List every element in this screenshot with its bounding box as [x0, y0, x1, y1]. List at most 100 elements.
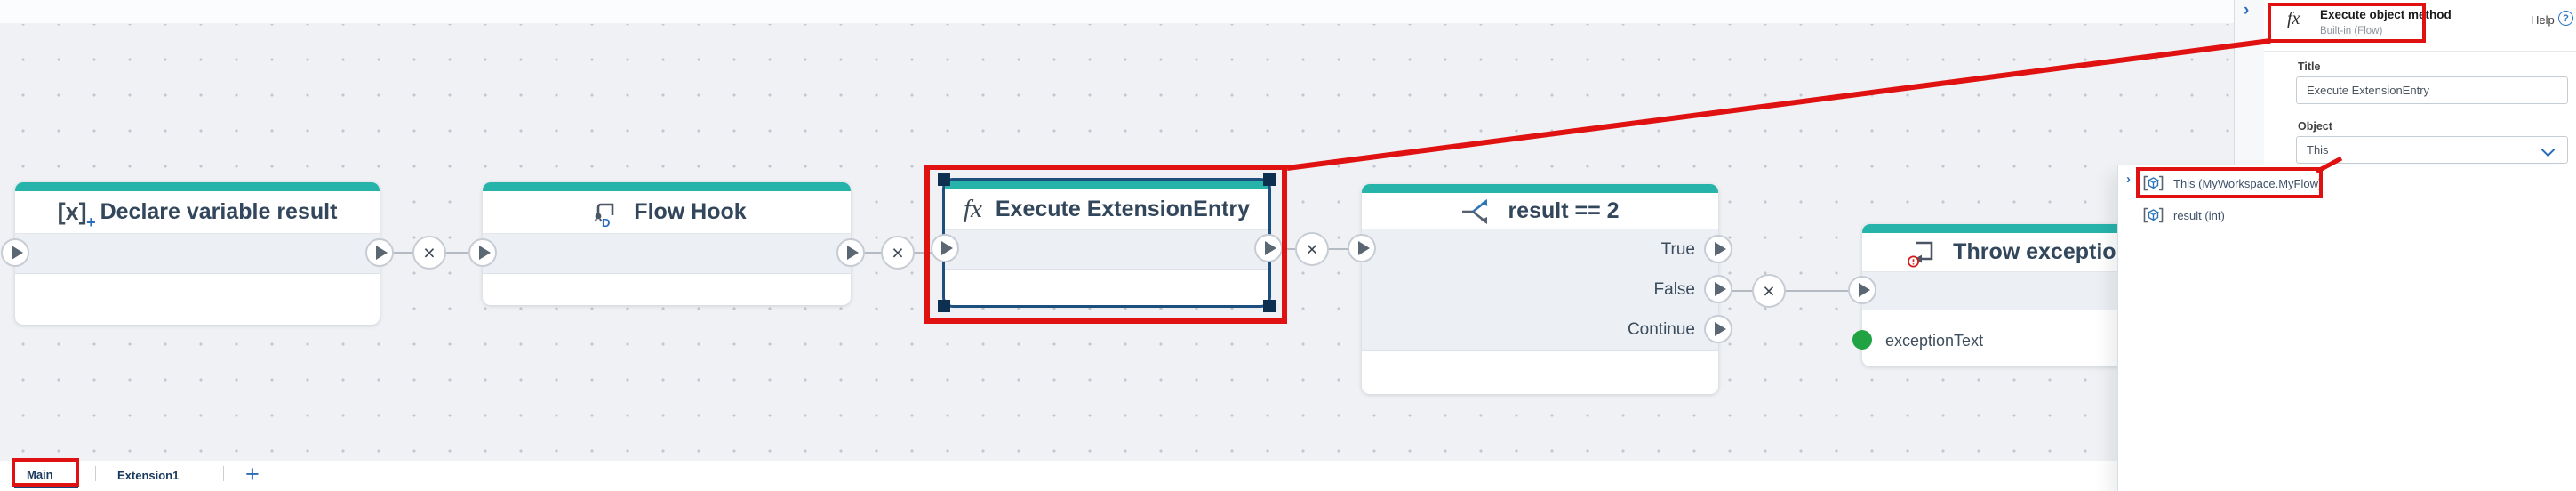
- flow-hook-icon: D: [594, 203, 614, 229]
- annotation-box-dropdown-item: [2136, 167, 2323, 198]
- node-execute-extensionentry[interactable]: fx Execute ExtensionEntry: [931, 173, 1283, 312]
- panel-title: Execute object method: [2320, 8, 2452, 21]
- node-body: [945, 230, 1268, 270]
- dropdown-item-result[interactable]: result (int): [2118, 201, 2456, 229]
- output-port[interactable]: [836, 238, 865, 267]
- output-port-continue[interactable]: [1704, 315, 1732, 343]
- connector-junction-x-icon[interactable]: ×: [1752, 274, 1786, 308]
- declare-variable-icon: [x]+: [57, 198, 96, 231]
- node-title: Execute ExtensionEntry: [995, 197, 1251, 221]
- node-accent-bar: [15, 182, 380, 191]
- connector-junction-x-icon[interactable]: ×: [412, 236, 446, 270]
- x-icon: ×: [1306, 237, 1318, 261]
- title-input[interactable]: Execute ExtensionEntry: [2296, 76, 2568, 104]
- canvas-top-strip: [0, 0, 2234, 24]
- node-header: [x]+ Declare variable result: [15, 191, 380, 234]
- node-title: Throw exception: [1953, 239, 2130, 264]
- port-arrow-icon: [1714, 242, 1726, 256]
- help-icon[interactable]: ?: [2558, 11, 2573, 26]
- exception-text-port[interactable]: [1852, 330, 1872, 350]
- node-accent-bar: [1862, 224, 2173, 233]
- connector-junction-x-icon[interactable]: ×: [881, 236, 915, 270]
- chevron-down-icon: [2540, 142, 2556, 157]
- node-title: Declare variable result: [100, 199, 338, 224]
- node-accent-bar: [945, 181, 1268, 189]
- node-body: True False Continue: [1362, 229, 1718, 351]
- output-port-false[interactable]: [1704, 275, 1732, 303]
- branch-row-continue: Continue: [1627, 320, 1695, 340]
- port-arrow-icon: [1858, 283, 1870, 297]
- output-port[interactable]: [365, 238, 394, 267]
- input-port[interactable]: [1848, 276, 1876, 304]
- node-body: [483, 234, 851, 274]
- port-arrow-icon: [1714, 322, 1726, 336]
- panel-subtitle: Built-in (Flow): [2320, 26, 2383, 36]
- annotation-box-selected-node: [924, 165, 1287, 324]
- annotation-box-panel-header: [2268, 3, 2426, 43]
- dropdown-item-label: This (MyWorkspace.MyFlow): [2173, 176, 2323, 190]
- node-header: Throw exception: [1862, 233, 2173, 272]
- tab-separator: [95, 466, 96, 481]
- node-title: result == 2: [1508, 197, 1620, 223]
- node-title: Flow Hook: [634, 199, 747, 224]
- object-field-label: Object: [2298, 120, 2332, 133]
- panel-divider: [2264, 51, 2576, 52]
- fx-icon: fx: [2287, 9, 2300, 28]
- x-icon: ×: [423, 240, 436, 264]
- connector-junction-x-icon[interactable]: ×: [1295, 232, 1329, 266]
- node-flow-hook[interactable]: D Flow Hook: [468, 182, 865, 305]
- node-header: fx Execute ExtensionEntry: [945, 189, 1268, 230]
- throw-exception-icon: [1908, 241, 1933, 267]
- tab-separator: [223, 466, 224, 481]
- selection-handle[interactable]: [1263, 300, 1276, 312]
- x-icon: ×: [892, 240, 904, 264]
- branch-row-false: False: [1653, 279, 1695, 299]
- node-header: D Flow Hook: [483, 191, 851, 234]
- port-label: exceptionText: [1885, 332, 1984, 350]
- port-arrow-icon: [478, 246, 491, 260]
- object-dropdown-list: › This (MyWorkspace.MyFlow) result (int): [2117, 165, 2576, 491]
- port-arrow-icon: [846, 246, 859, 260]
- tab-extension1[interactable]: Extension1: [117, 469, 180, 482]
- node-header: result == 2: [1362, 193, 1718, 229]
- dropdown-item-this[interactable]: › This (MyWorkspace.MyFlow): [2118, 169, 2456, 197]
- annotation-box-main-tab: [12, 458, 79, 487]
- x-icon: ×: [1763, 278, 1775, 302]
- selection-handle[interactable]: [1263, 173, 1276, 186]
- object-select[interactable]: This: [2296, 136, 2568, 164]
- node-condition-result[interactable]: result == 2 True False Continue: [1348, 184, 1732, 394]
- port-arrow-icon: [11, 246, 23, 260]
- input-port[interactable]: [1348, 234, 1376, 262]
- port-arrow-icon: [940, 241, 953, 255]
- output-port-true[interactable]: [1704, 235, 1732, 263]
- plus-badge-icon: +: [86, 213, 96, 231]
- object-cube-icon: [2143, 207, 2164, 223]
- branch-icon: [1462, 198, 1488, 224]
- port-arrow-icon: [1357, 241, 1370, 255]
- port-arrow-icon: [1264, 241, 1276, 255]
- port-arrow-icon: [1714, 282, 1726, 296]
- branch-row-true: True: [1660, 239, 1695, 259]
- input-port[interactable]: [931, 234, 959, 262]
- connector-line: [1732, 290, 1849, 292]
- fx-icon: fx: [963, 195, 982, 223]
- input-port[interactable]: [468, 238, 497, 267]
- title-field-label: Title: [2298, 60, 2321, 73]
- tab-main[interactable]: Main: [27, 468, 53, 481]
- expand-chevron-icon[interactable]: ›: [2126, 172, 2131, 187]
- help-link[interactable]: Help: [2531, 13, 2555, 27]
- title-input-value: Execute ExtensionEntry: [2307, 84, 2430, 97]
- node-declare-variable[interactable]: [x]+ Declare variable result: [1, 182, 394, 325]
- flow-tab-bar: Main Extension1 +: [0, 461, 2234, 491]
- node-accent-bar: [483, 182, 851, 191]
- selection-handle[interactable]: [938, 173, 950, 186]
- svg-text:D: D: [602, 216, 610, 229]
- selection-handle[interactable]: [938, 300, 950, 312]
- input-port[interactable]: [1, 238, 29, 267]
- add-tab-button[interactable]: +: [245, 461, 260, 487]
- collapse-panel-chevron-icon[interactable]: ›: [2244, 1, 2250, 20]
- object-cube-icon: [2143, 175, 2164, 191]
- node-body: [15, 234, 380, 274]
- output-port[interactable]: [1254, 234, 1283, 262]
